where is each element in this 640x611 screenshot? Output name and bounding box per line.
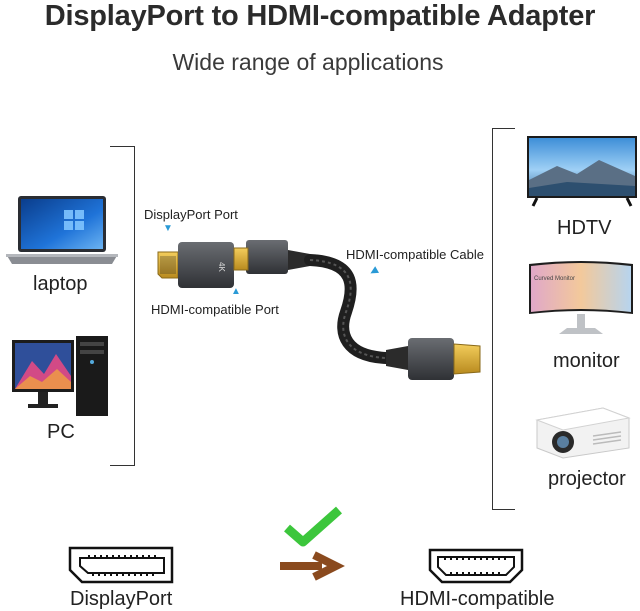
monitor-icon (529, 261, 633, 334)
monitor-screen-text: Curved Monitor (534, 276, 576, 282)
pc-label: PC (47, 421, 75, 443)
adapter-4k-badge: 4K (217, 262, 226, 272)
hdtv-icon (527, 136, 637, 207)
adapter-cable-illustration: 4K (157, 240, 481, 380)
page-title: DisplayPort to HDMI-compatible Adapter (44, 0, 596, 32)
right-arrow-icon (280, 551, 345, 581)
hdtv-label: HDTV (557, 217, 612, 239)
pc-icon (12, 336, 108, 416)
left-device-bracket (110, 146, 135, 466)
projector-label: projector (548, 468, 626, 490)
displayport-port-callout: DisplayPort Port (144, 207, 238, 222)
page-subtitle: Wide range of applications (172, 49, 444, 75)
hdmi-bottom-label: HDMI-compatible (400, 588, 555, 610)
hdmi-port-icon (428, 548, 524, 584)
hdmi-port-callout: HDMI-compatible Port (151, 302, 279, 317)
hdmi-port-arrow-icon: ▲ (231, 286, 241, 297)
displayport-bottom-label: DisplayPort (70, 588, 173, 610)
projector-icon (535, 407, 631, 459)
laptop-icon (6, 196, 118, 264)
displayport-port-arrow-icon: ▼ (163, 223, 173, 234)
right-device-bracket (492, 128, 515, 510)
check-icon (284, 506, 342, 547)
displayport-port-icon (68, 546, 174, 584)
hdmi-cable-callout: HDMI-compatible Cable (346, 247, 484, 262)
laptop-label: laptop (33, 273, 88, 295)
monitor-label: monitor (553, 350, 620, 372)
